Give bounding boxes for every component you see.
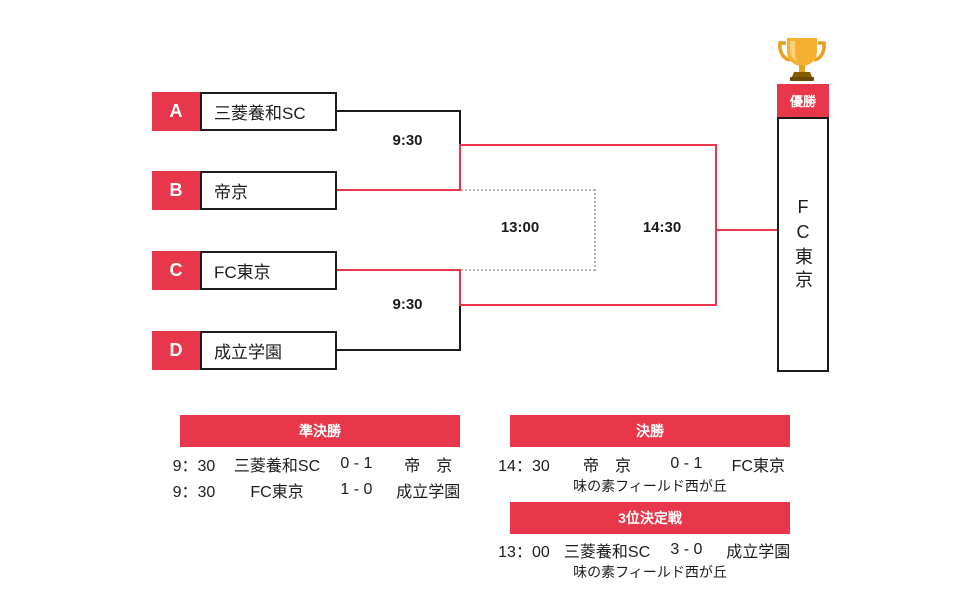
bracket-junction-final-winner [715,144,717,306]
third-place-result-row: 13：00 三菱養和SC 3 - 0 成立学園 [495,538,805,562]
third-place-line-bottom [461,269,595,271]
third-place-table-header: 3位決定戦 [510,502,790,534]
final-time: 14:30 [642,219,682,236]
bracket-line-sf1-winner [459,144,717,146]
match-score: 0 - 1 [670,455,703,472]
semifinal2-result-row: 9：30 FC東京 1 - 0 成立学園 [165,478,475,502]
seed-badge-b: B [152,171,200,210]
match-home-team: 三菱養和SC [233,458,321,475]
team-box-b: 帝京 [200,171,337,210]
bracket-junction-sf1-top [459,110,461,146]
bracket-line-a-out [337,110,460,112]
seed-badge-d: D [152,331,200,370]
bracket-junction-sf2-bottom [459,304,461,351]
team-name-c: FC東京 [214,263,271,282]
match-score: 1 - 0 [340,481,373,498]
trophy-icon [778,38,826,81]
match-home-team: 帝 京 [583,458,632,475]
match-away-team: 成立学園 [726,544,791,561]
bracket-junction-sf2-top-winner [459,269,461,306]
final-table-header: 決勝 [510,415,790,447]
match-score: 0 - 1 [340,455,373,472]
final-venue: 味の素フィールド西が丘 [573,478,727,494]
semifinal1-result-row: 9：30 三菱養和SC 0 - 1 帝 京 [165,452,475,476]
bracket-line-c-out-winner [337,269,460,271]
match-time: 9：30 [172,484,216,501]
team-name-a: 三菱養和SC [214,104,306,123]
match-time: 9：30 [172,458,216,475]
final-result-row: 14：30 帝 京 0 - 1 FC東京 [495,452,805,476]
third-place-line-top [461,189,595,191]
match-time: 14：30 [498,458,550,475]
match-home-team: FC東京 [250,484,304,501]
team-box-d: 成立学園 [200,331,337,370]
bracket-line-b-out-winner [337,189,460,191]
match-home-team: 三菱養和SC [563,544,651,561]
match-score: 3 - 0 [670,541,703,558]
semifinals-table-header: 準決勝 [180,415,460,447]
champion-box: FC東京 [777,117,829,372]
match-away-team: 成立学園 [396,484,461,501]
match-away-team: 帝 京 [404,458,453,475]
champion-label: 優勝 [777,84,829,117]
bracket-line-final-winner [715,229,777,231]
bracket-junction-sf1-bottom-winner [459,144,461,191]
third-place-time: 13:00 [500,219,540,236]
team-box-c: FC東京 [200,251,337,290]
team-name-d: 成立学園 [214,343,282,362]
third-place-line-vertical [594,189,596,271]
match-away-team: FC東京 [731,458,785,475]
bracket-line-sf2-winner [459,304,717,306]
seed-badge-c: C [152,251,200,290]
semifinal1-time: 9:30 [392,132,423,149]
champion-name: FC東京 [793,196,813,293]
third-place-venue: 味の素フィールド西が丘 [573,564,727,580]
bracket-line-d-out [337,349,460,351]
team-name-b: 帝京 [214,183,248,202]
seed-badge-a: A [152,92,200,131]
semifinal2-time: 9:30 [392,296,423,313]
team-box-a: 三菱養和SC [200,92,337,131]
match-time: 13：00 [498,544,550,561]
